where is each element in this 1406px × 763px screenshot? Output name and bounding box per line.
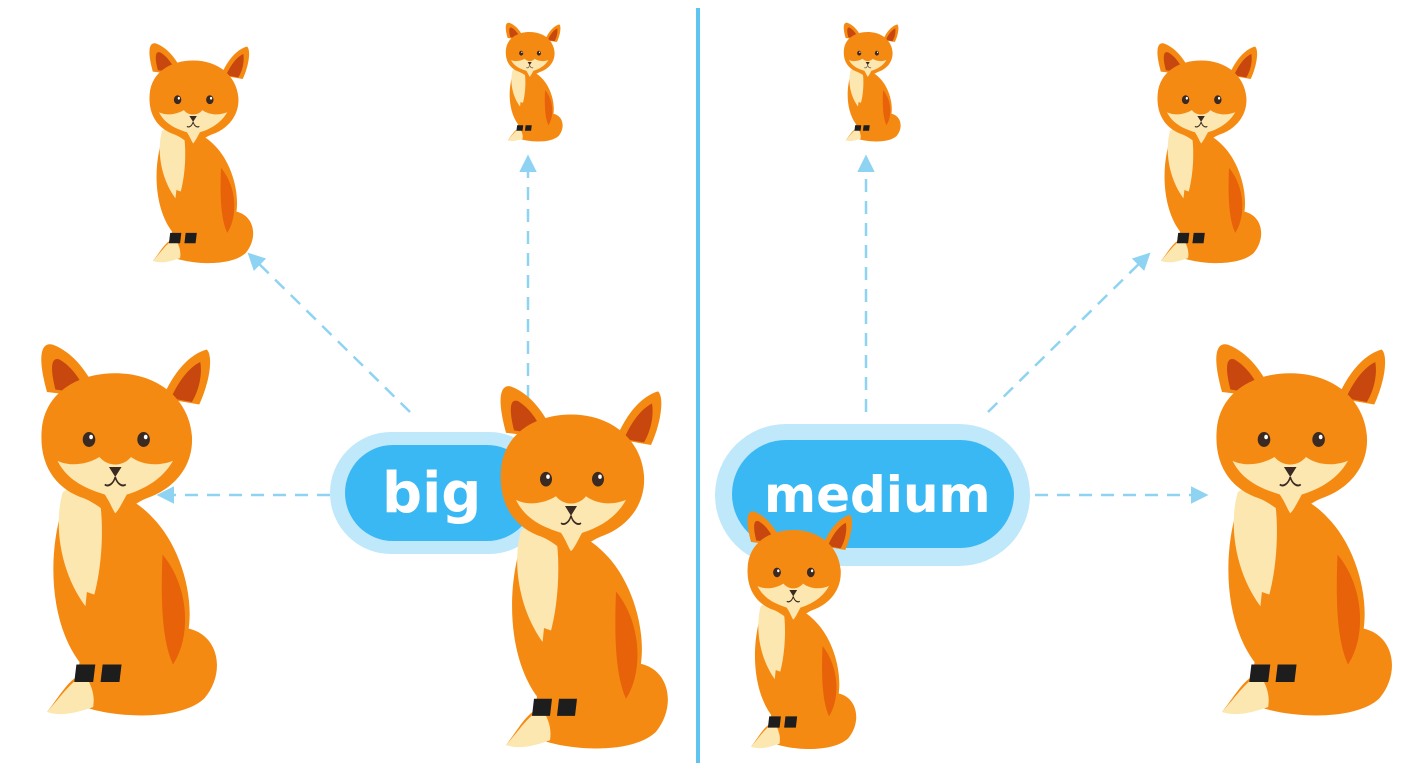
arrow-to-upper-right-fox <box>987 252 1151 413</box>
label-pill-big: big <box>330 432 550 554</box>
fox-icon <box>505 22 563 142</box>
fox-icon <box>499 385 669 750</box>
label-medium: medium <box>764 466 991 524</box>
right-panel: medium <box>715 22 1393 750</box>
left-panel: big <box>40 22 669 750</box>
fox-icon <box>843 22 901 142</box>
fox-icon <box>1156 42 1262 264</box>
label-pill-medium: medium <box>715 424 1030 566</box>
arrow-to-upper-left-fox <box>247 252 411 413</box>
fox-icon <box>148 42 254 264</box>
fox-icon <box>1215 343 1393 717</box>
label-big: big <box>382 461 481 526</box>
fox-icon <box>40 343 218 717</box>
fox-icon <box>746 510 857 750</box>
